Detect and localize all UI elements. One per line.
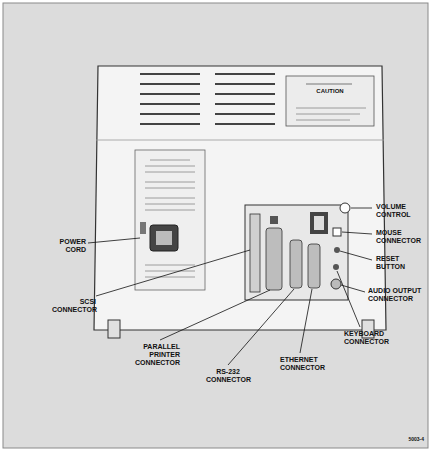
callout-label: POWER CORD	[50, 238, 86, 254]
sticker-text: CAUTION	[300, 88, 360, 95]
callout-label: PARALLEL PRINTER CONNECTOR	[124, 343, 180, 367]
callout-label: MOUSE CONNECTOR	[376, 229, 426, 245]
callout-label: SCSI CONNECTOR	[52, 298, 96, 314]
callout-label: AUDIO OUTPUT CONNECTOR	[368, 287, 424, 303]
figure-number: 5003-4	[396, 436, 424, 442]
callout-label: VOLUME CONTROL	[376, 203, 422, 219]
callout-label: RS-232 CONNECTOR	[206, 368, 250, 384]
callout-label: RESET BUTTON	[376, 255, 416, 271]
callout-label: ETHERNET CONNECTOR	[280, 356, 332, 372]
callout-label: KEYBOARD CONNECTOR	[344, 330, 396, 346]
